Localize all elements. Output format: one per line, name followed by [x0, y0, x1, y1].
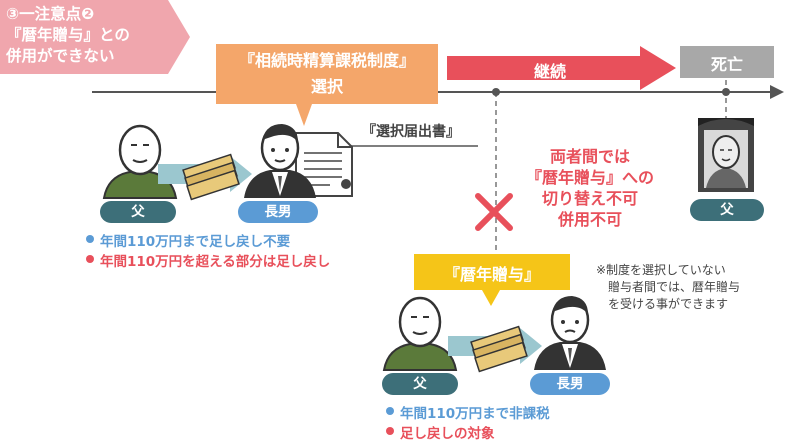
deceased-portrait-icon	[698, 118, 754, 192]
warning-line-2: 『暦年贈与』への	[525, 168, 654, 187]
note-line-2: 贈与者間では、暦年贈与	[608, 280, 741, 294]
bullet-dot	[386, 427, 394, 435]
title-line-2: 『暦年贈与』との	[6, 26, 130, 44]
bottom-son-pill: 長男	[530, 373, 610, 395]
continue-label: 継続	[533, 62, 566, 81]
selection-system-label: 『相続時精算課税制度』	[238, 51, 415, 70]
selection-callout-box	[216, 44, 438, 104]
deceased-father-pill: 父	[690, 199, 764, 221]
bullet-dot	[86, 255, 94, 263]
continue-arrow	[447, 46, 676, 90]
warning-message: 両者間では 『暦年贈与』への 切り替え不可 併用不可	[510, 146, 670, 230]
son-figure-icon	[244, 124, 316, 198]
warning-line-4: 併用不可	[557, 210, 622, 229]
father-figure-icon	[102, 124, 178, 199]
bottom-bullet-1: 年間110万円まで非課税	[400, 406, 550, 422]
note-line-3: を受ける事ができます	[608, 297, 729, 311]
timeline-arrowhead-icon	[770, 85, 784, 99]
bullet-dot	[86, 235, 94, 243]
selection-action-label: 選択	[310, 77, 343, 96]
gift-label: 『暦年贈与』	[443, 265, 540, 284]
prohibited-x-icon	[475, 193, 513, 231]
top-bullet-1: 年間110万円まで足し戻し不要	[100, 234, 291, 250]
title-tab-shape	[0, 0, 190, 74]
timeline-dot	[722, 88, 730, 96]
timeline-dot	[492, 88, 500, 96]
orange-callout-pointer	[296, 104, 312, 126]
top-father-pill: 父	[100, 201, 176, 223]
side-note: ※制度を選択していない 贈与者間では、暦年贈与 を受ける事ができます	[596, 262, 740, 313]
death-label: 死亡	[710, 55, 743, 74]
money-bundle-icon	[470, 325, 528, 373]
title-line-1: ③一注意点❷	[6, 5, 95, 23]
warning-line-3: 切り替え不可	[541, 189, 638, 208]
section-title: ③一注意点❷ 『暦年贈与』との 併用ができない	[6, 4, 176, 67]
gift-callout-box	[414, 254, 570, 290]
money-bundle-icon	[182, 153, 240, 201]
father-figure-icon	[382, 296, 458, 371]
son-figure-icon	[534, 296, 606, 370]
top-son-pill: 長男	[238, 201, 318, 223]
bullet-dot	[386, 407, 394, 415]
yellow-callout-pointer	[482, 290, 500, 306]
bottom-father-pill: 父	[382, 373, 458, 395]
document-label: 『選択届出書』	[362, 124, 460, 140]
title-line-3: 併用ができない	[6, 47, 115, 65]
top-bullet-2: 年間110万円を超える部分は足し戻し	[100, 254, 331, 270]
note-line-1: ※制度を選択していない	[596, 263, 726, 277]
death-label-box	[680, 46, 774, 78]
warning-line-1: 両者間では	[549, 147, 630, 166]
bottom-bullet-2: 足し戻しの対象	[400, 426, 495, 442]
